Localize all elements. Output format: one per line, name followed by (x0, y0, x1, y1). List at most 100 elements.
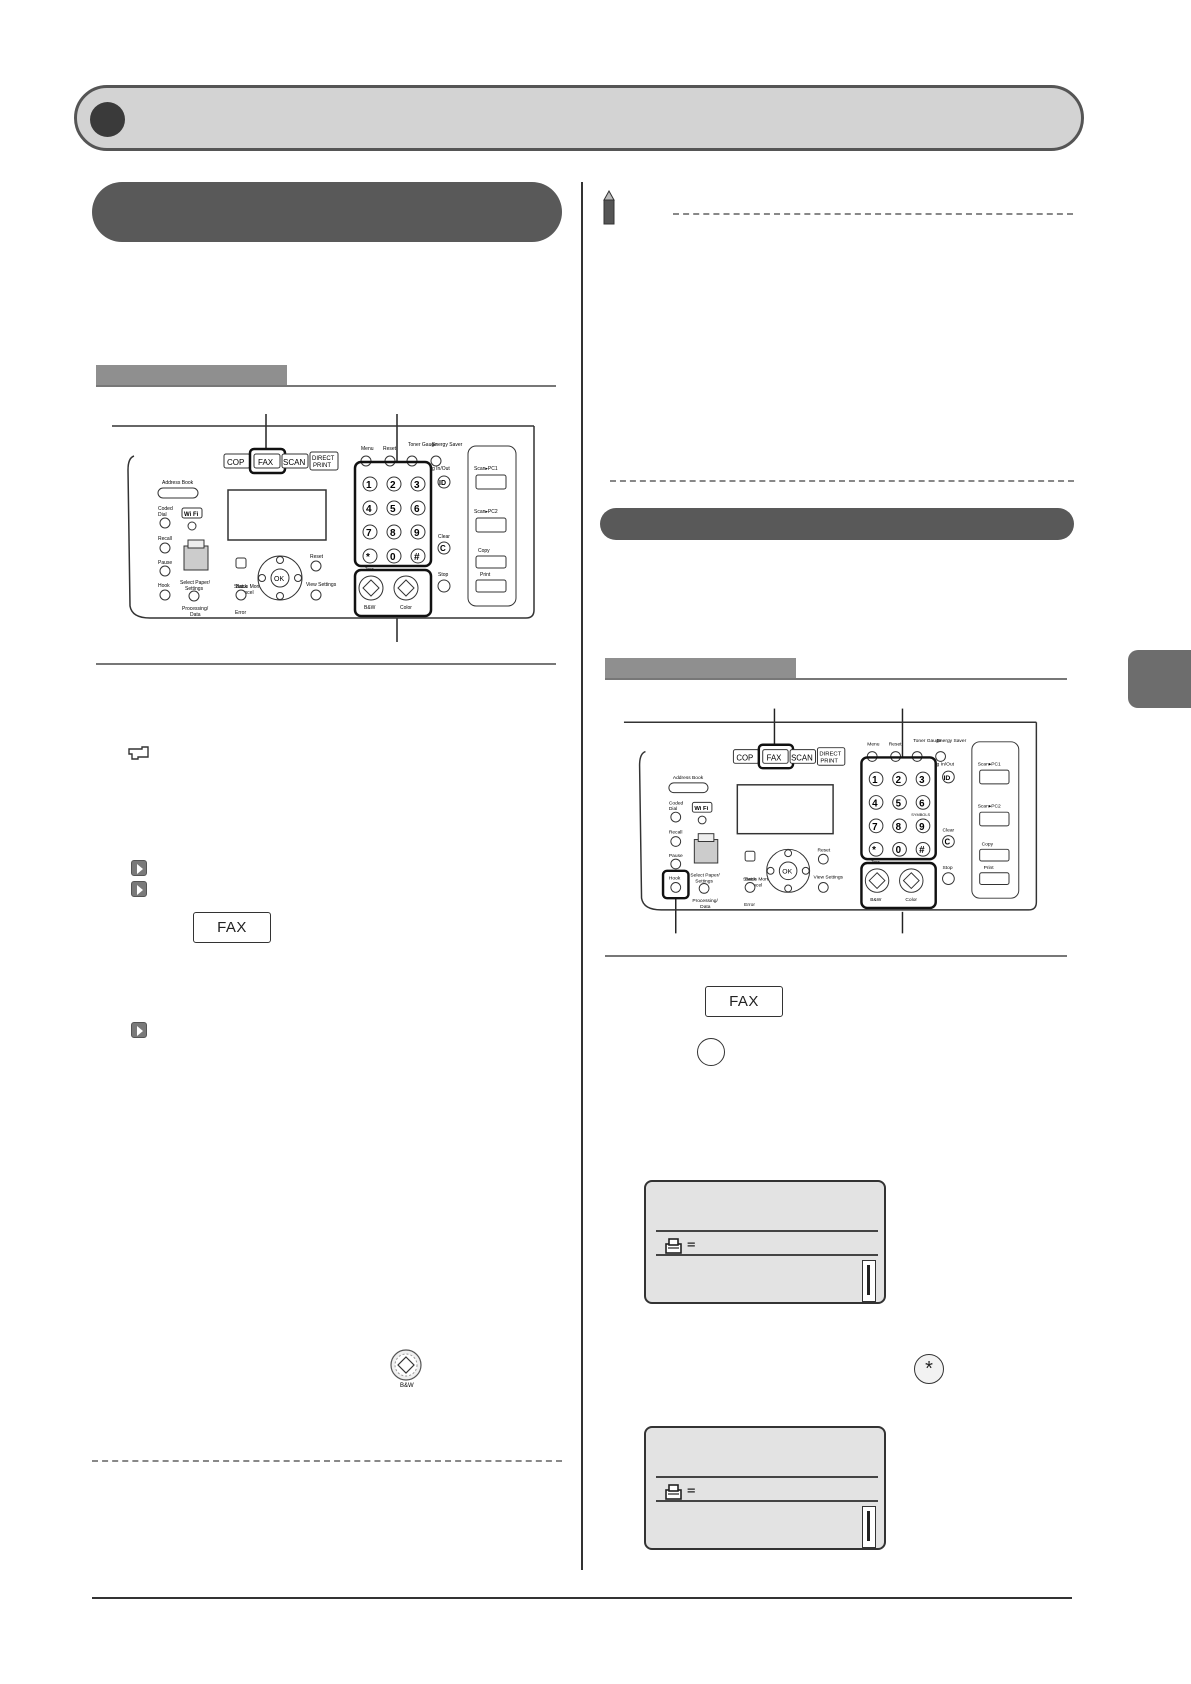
key-5: 5 (896, 798, 902, 809)
toner-gauge-label: Toner Gauge (408, 442, 437, 448)
coded-dial-label-1: Coded (158, 506, 173, 512)
id-copy-label: Copy (982, 841, 994, 847)
subsection-tab (605, 658, 796, 679)
address-book-label: Address Book (673, 775, 704, 781)
start-keys-highlight (860, 861, 937, 910)
processing-data-label-1: Processing/ (182, 606, 209, 612)
control-panel-illustration-left: COP FAX SCAN DIRECT PRINT Menu Reset Ton… (112, 414, 535, 642)
log-in-out-label: g In/Out (937, 761, 955, 767)
ok-key-label: OK (782, 869, 792, 876)
menu-label: Menu (867, 742, 879, 748)
start-bw-icon: B&W (390, 1349, 422, 1388)
scan-key-label: SCAN (283, 458, 305, 467)
keypad-highlight (860, 756, 937, 861)
address-book-label: Address Book (162, 480, 194, 486)
hook-label: Hook (669, 876, 681, 882)
processing-data-label-2: Data (190, 612, 201, 618)
lcd-equals: = (687, 1483, 696, 1499)
key-8: 8 (896, 822, 902, 833)
step-arrow-icon (131, 1022, 147, 1038)
lcd-scrollbar (862, 1260, 876, 1302)
key-asterisk: * (872, 845, 876, 856)
scan-pc1-label: Scan▸PC1 (978, 761, 1001, 767)
subsection-tab (96, 365, 287, 386)
key-3: 3 (919, 775, 925, 786)
keypad-highlight (353, 460, 433, 568)
fax-key-label: FAX (767, 753, 783, 762)
clear-label: Clear (438, 534, 450, 540)
key-6: 6 (919, 798, 925, 809)
key-4: 4 (366, 504, 372, 515)
direct-print-label-1: DIRECT (312, 456, 335, 462)
error-label: Error (235, 610, 246, 616)
key-asterisk: * (366, 552, 370, 563)
wifi-label: Wi Fi (184, 512, 199, 518)
copy-key-label: COP (227, 458, 244, 467)
illustration-rule (605, 955, 1067, 957)
pause-label: Pause (669, 853, 683, 859)
energy-saver-label: Energy Saver (432, 442, 463, 448)
lcd-equals: = (687, 1237, 696, 1253)
section-heading-pill (92, 182, 562, 242)
back-label: Back (745, 877, 756, 883)
key-7: 7 (872, 822, 877, 833)
toner-gauge-label: Toner Gauge (913, 738, 941, 744)
back-label: Back (236, 584, 248, 590)
id-copy-label: Copy (478, 548, 490, 554)
view-settings-label: View Settings (814, 875, 844, 881)
key-8: 8 (390, 528, 396, 539)
key-9: 9 (919, 822, 925, 833)
stop-label: Stop (438, 572, 449, 578)
key-0: 0 (896, 845, 902, 856)
recall-label: Recall (158, 536, 172, 542)
clear-key-label: C (440, 544, 446, 553)
footer-rule (92, 1597, 1072, 1599)
reset-label-top: Reset (383, 446, 397, 452)
bw-start-label: B&W (364, 605, 376, 611)
fax-key-icon: FAX (193, 912, 271, 943)
scan-pc2-label: Scan▸PC2 (978, 803, 1001, 809)
scan-pc2-label: Scan▸PC2 (474, 509, 498, 515)
subsection-rule (605, 678, 1067, 680)
select-paper-label: Select Paper/ (180, 580, 211, 586)
color-start-label: Color (400, 605, 412, 611)
clear-key-label: C (945, 837, 951, 846)
note-bottom-divider (610, 480, 1074, 482)
numeric-keypad (868, 771, 931, 857)
key-1: 1 (872, 775, 878, 786)
key-9: 9 (414, 528, 420, 539)
bw-start-label: B&W (870, 897, 882, 903)
settings-label: Settings (695, 879, 713, 885)
settings-label: Settings (185, 586, 204, 592)
direct-print-label-1: DIRECT (819, 752, 841, 758)
reset-label: Reset (817, 847, 830, 853)
reset-label-top: Reset (889, 742, 902, 748)
lcd-scrollbar (862, 1506, 876, 1548)
log-in-out-label: g In/Out (432, 466, 450, 472)
key-0: 0 (390, 552, 396, 563)
print-label: Print (480, 572, 491, 578)
step-arrow-icon (131, 881, 147, 897)
key-2: 2 (390, 480, 396, 491)
numeric-keypad (362, 476, 426, 564)
fax-key-label: FAX (258, 458, 274, 467)
scan-pc1-label: Scan▸PC1 (474, 466, 498, 472)
hook-label: Hook (158, 583, 170, 589)
chapter-banner (74, 85, 1084, 151)
key-2: 2 (896, 775, 902, 786)
fax-key-icon: FAX (705, 986, 783, 1017)
menu-label: Menu (361, 446, 374, 452)
processing-data-label-1: Processing/ (692, 898, 718, 904)
section-heading-pill (600, 508, 1074, 540)
color-start-label: Color (905, 897, 917, 903)
key-hash: # (414, 552, 420, 563)
chapter-thumb-tab[interactable] (1128, 650, 1191, 708)
id-key-label: ID (944, 775, 951, 782)
id-key-label: ID (439, 480, 446, 487)
note-divider (92, 1460, 562, 1462)
key-4: 4 (872, 798, 878, 809)
status-monitor-label: Status Monitor/ (743, 877, 776, 883)
control-panel-illustration-right: COP FAX SCAN DIRECT PRINT Menu Reset Ton… (623, 708, 1038, 934)
hook-key-icon (697, 1038, 725, 1066)
fax-handset-icon (665, 1238, 682, 1254)
